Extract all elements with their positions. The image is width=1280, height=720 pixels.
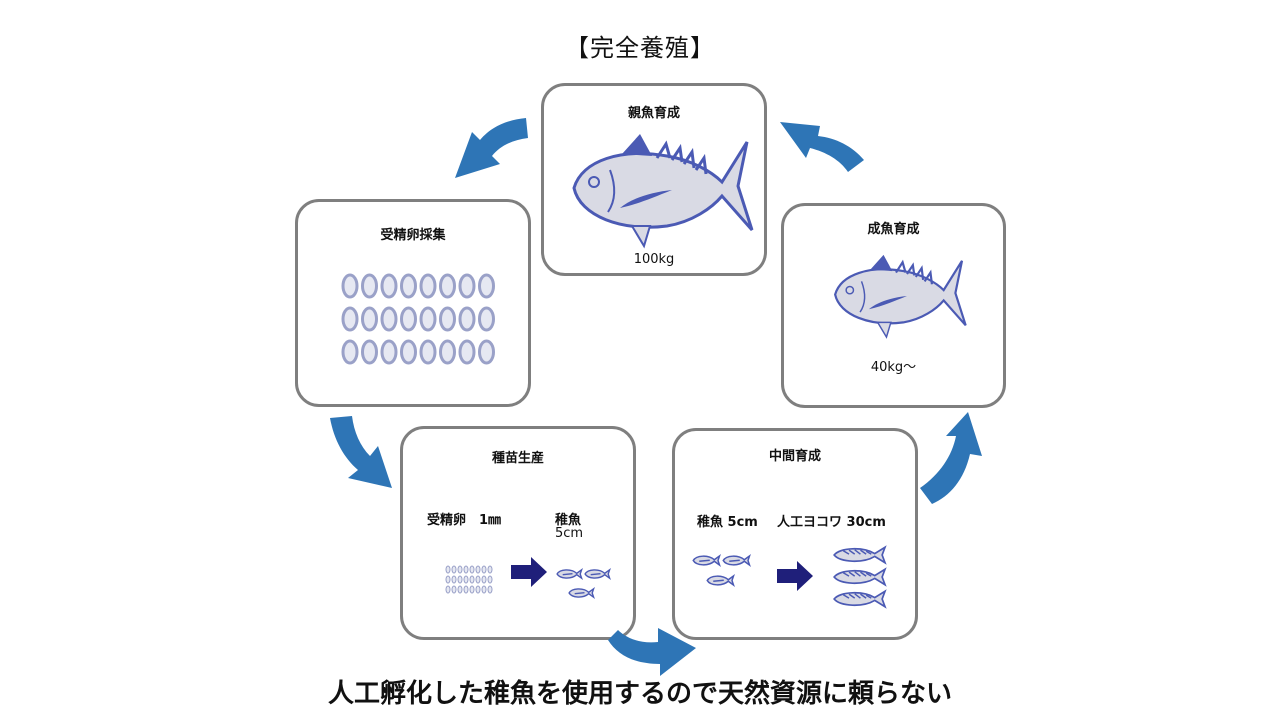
- cycle-arrow-icon: [330, 416, 392, 488]
- intermediate-young-label: 人工ヨコワ 30cm: [777, 515, 886, 530]
- egg-icon: [451, 575, 457, 584]
- egg-icon: [341, 273, 359, 299]
- egg-icon: [451, 565, 457, 574]
- egg-icon: [463, 565, 469, 574]
- right-arrow-icon: [511, 557, 547, 587]
- stage-card-eggs: 受精卵採集: [295, 199, 531, 407]
- stage-title-eggs: 受精卵採集: [380, 228, 446, 243]
- seed-egg-label: 受精卵 1㎜: [427, 513, 502, 528]
- intermediate-fry-label: 稚魚 5cm: [697, 515, 758, 530]
- stage-card-intermediate: 中間育成 稚魚 5cm 人工ヨコワ 30cm: [672, 428, 918, 640]
- egg-icon: [475, 565, 481, 574]
- egg-icon: [439, 306, 456, 332]
- egg-icon: [478, 306, 495, 332]
- stage-card-adult: 成魚育成 40kg～: [781, 203, 1006, 408]
- stage-title-parent: 親魚育成: [627, 106, 680, 121]
- egg-icon: [361, 306, 378, 332]
- egg-icon: [487, 565, 493, 574]
- egg-icon: [445, 575, 451, 584]
- egg-icon: [487, 575, 493, 584]
- egg-grid-icon: [341, 273, 495, 365]
- small-fish-icon: [706, 574, 735, 587]
- egg-icon: [445, 565, 451, 574]
- stage-title-adult: 成魚育成: [867, 222, 920, 237]
- egg-icon: [458, 273, 476, 299]
- egg-icon: [341, 339, 359, 365]
- egg-icon: [457, 585, 463, 594]
- egg-icon: [481, 585, 487, 594]
- striped-fish-icon: [833, 567, 887, 587]
- egg-icon: [481, 565, 487, 574]
- small-egg-grid-icon: [445, 565, 493, 594]
- small-fish-icon: [584, 567, 611, 581]
- egg-icon: [451, 585, 457, 594]
- egg-icon: [361, 339, 378, 365]
- small-fish-icon: [722, 554, 751, 567]
- egg-icon: [419, 273, 437, 299]
- tuna-icon: [833, 254, 967, 339]
- small-fish-icon: [568, 586, 595, 600]
- egg-icon: [475, 575, 481, 584]
- seed-fry-label-1: 稚魚: [555, 513, 582, 528]
- egg-icon: [400, 339, 417, 365]
- egg-icon: [469, 585, 475, 594]
- adult-weight-label: 40kg～: [870, 360, 917, 375]
- egg-icon: [439, 339, 456, 365]
- cycle-arrow-icon: [780, 122, 864, 172]
- egg-icon: [380, 273, 398, 299]
- stage-title-intermediate: 中間育成: [768, 449, 821, 464]
- egg-icon: [380, 306, 398, 332]
- egg-icon: [400, 306, 417, 332]
- egg-icon: [457, 565, 463, 574]
- egg-icon: [478, 339, 495, 365]
- right-arrow-icon: [777, 561, 813, 591]
- seed-fry-label-2: 5cm: [555, 526, 584, 541]
- striped-fish-icon: [833, 589, 887, 609]
- egg-icon: [475, 585, 481, 594]
- egg-icon: [463, 585, 469, 594]
- egg-icon: [478, 273, 495, 299]
- small-fish-icon: [692, 554, 721, 567]
- egg-icon: [469, 575, 475, 584]
- egg-icon: [341, 306, 359, 332]
- cycle-arrow-icon: [608, 628, 696, 676]
- stage-title-seed: 種苗生産: [491, 451, 544, 466]
- striped-fish-icon: [833, 545, 887, 565]
- egg-icon: [487, 585, 493, 594]
- bottom-caption: 人工孵化した稚魚を使用するので天然資源に頼らない: [327, 679, 952, 709]
- egg-icon: [458, 339, 476, 365]
- small-fish-icon: [556, 567, 583, 581]
- tuna-icon: [572, 134, 754, 249]
- egg-icon: [481, 575, 487, 584]
- egg-icon: [469, 565, 475, 574]
- diagram-title: 【完全養殖】: [565, 34, 715, 62]
- egg-icon: [463, 575, 469, 584]
- cycle-arrow-icon: [920, 412, 982, 504]
- stage-card-seed: 種苗生産 受精卵 1㎜ 稚魚 5cm: [400, 426, 636, 640]
- egg-icon: [419, 306, 437, 332]
- egg-icon: [380, 339, 398, 365]
- stage-card-parent: 親魚育成 100kg: [541, 83, 767, 276]
- egg-icon: [445, 585, 451, 594]
- egg-icon: [419, 339, 437, 365]
- egg-icon: [400, 273, 417, 299]
- egg-icon: [361, 273, 378, 299]
- egg-icon: [439, 273, 456, 299]
- egg-icon: [457, 575, 463, 584]
- parent-weight-label: 100kg: [633, 252, 675, 267]
- cycle-arrow-icon: [455, 118, 528, 178]
- egg-icon: [458, 306, 476, 332]
